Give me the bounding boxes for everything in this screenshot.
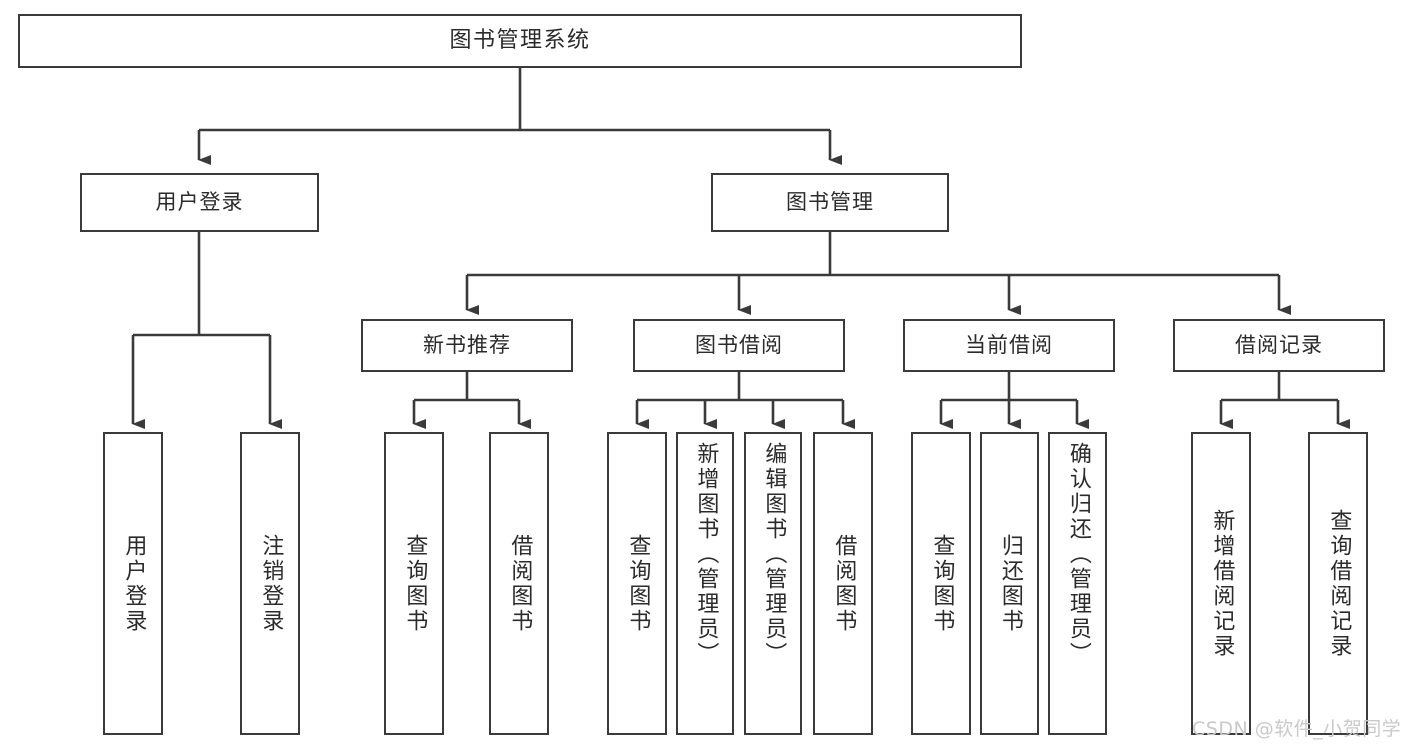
node-label: 借阅记录 — [1235, 333, 1323, 357]
node-label: 图书管理 — [786, 190, 874, 214]
leaf-logout[interactable]: 注销登录 — [240, 432, 300, 735]
node-label: 查询图书 — [625, 533, 651, 634]
leaf-query-borrow-record[interactable]: 查询借阅记录 — [1308, 432, 1368, 735]
node-label: 用户登录 — [155, 190, 244, 214]
node-label: 查询图书 — [929, 533, 955, 634]
leaf-query-book-borrow[interactable]: 查询图书 — [607, 432, 667, 735]
csdn-watermark: CSDN @软件_小贺同学 — [1192, 718, 1402, 740]
node-label: 注销登录 — [258, 533, 284, 634]
node-label: 用户登录 — [121, 533, 147, 634]
leaf-query-book-recommend[interactable]: 查询图书 — [384, 432, 444, 735]
node-new-book-recommend[interactable]: 新书推荐 — [361, 319, 573, 372]
node-label: 归还图书 — [997, 533, 1023, 634]
node-label: 借阅图书 — [831, 533, 857, 634]
node-label: 新增借阅记录 — [1209, 508, 1235, 659]
node-root-system[interactable]: 图书管理系统 — [18, 14, 1022, 68]
leaf-query-book-current[interactable]: 查询图书 — [911, 432, 971, 735]
node-label: 当前借阅 — [965, 333, 1053, 357]
leaf-confirm-return-admin[interactable]: 确认归还（管理员） — [1048, 432, 1107, 735]
node-book-management[interactable]: 图书管理 — [711, 173, 949, 232]
node-label: 新增图书（管理员） — [693, 442, 719, 667]
node-label: 图书借阅 — [695, 333, 783, 357]
leaf-edit-book-admin[interactable]: 编辑图书（管理员） — [744, 432, 802, 735]
node-user-login[interactable]: 用户登录 — [80, 173, 319, 232]
node-borrow-record[interactable]: 借阅记录 — [1173, 319, 1385, 372]
leaf-user-login[interactable]: 用户登录 — [103, 432, 163, 735]
node-label: 新书推荐 — [423, 333, 511, 357]
leaf-return-book[interactable]: 归还图书 — [980, 432, 1039, 735]
node-label: 查询图书 — [402, 533, 428, 634]
node-label: 图书管理系统 — [449, 28, 591, 53]
leaf-borrow-book-recommend[interactable]: 借阅图书 — [489, 432, 549, 735]
node-label: 编辑图书（管理员） — [761, 442, 787, 667]
node-book-borrow[interactable]: 图书借阅 — [633, 319, 845, 372]
leaf-add-book-admin[interactable]: 新增图书（管理员） — [676, 432, 734, 735]
node-label: 查询借阅记录 — [1326, 508, 1352, 659]
node-current-borrow[interactable]: 当前借阅 — [903, 319, 1115, 372]
leaf-add-borrow-record[interactable]: 新增借阅记录 — [1191, 432, 1251, 735]
node-label: 确认归还（管理员） — [1065, 442, 1091, 667]
leaf-borrow-book[interactable]: 借阅图书 — [813, 432, 873, 735]
node-label: 借阅图书 — [507, 533, 533, 634]
